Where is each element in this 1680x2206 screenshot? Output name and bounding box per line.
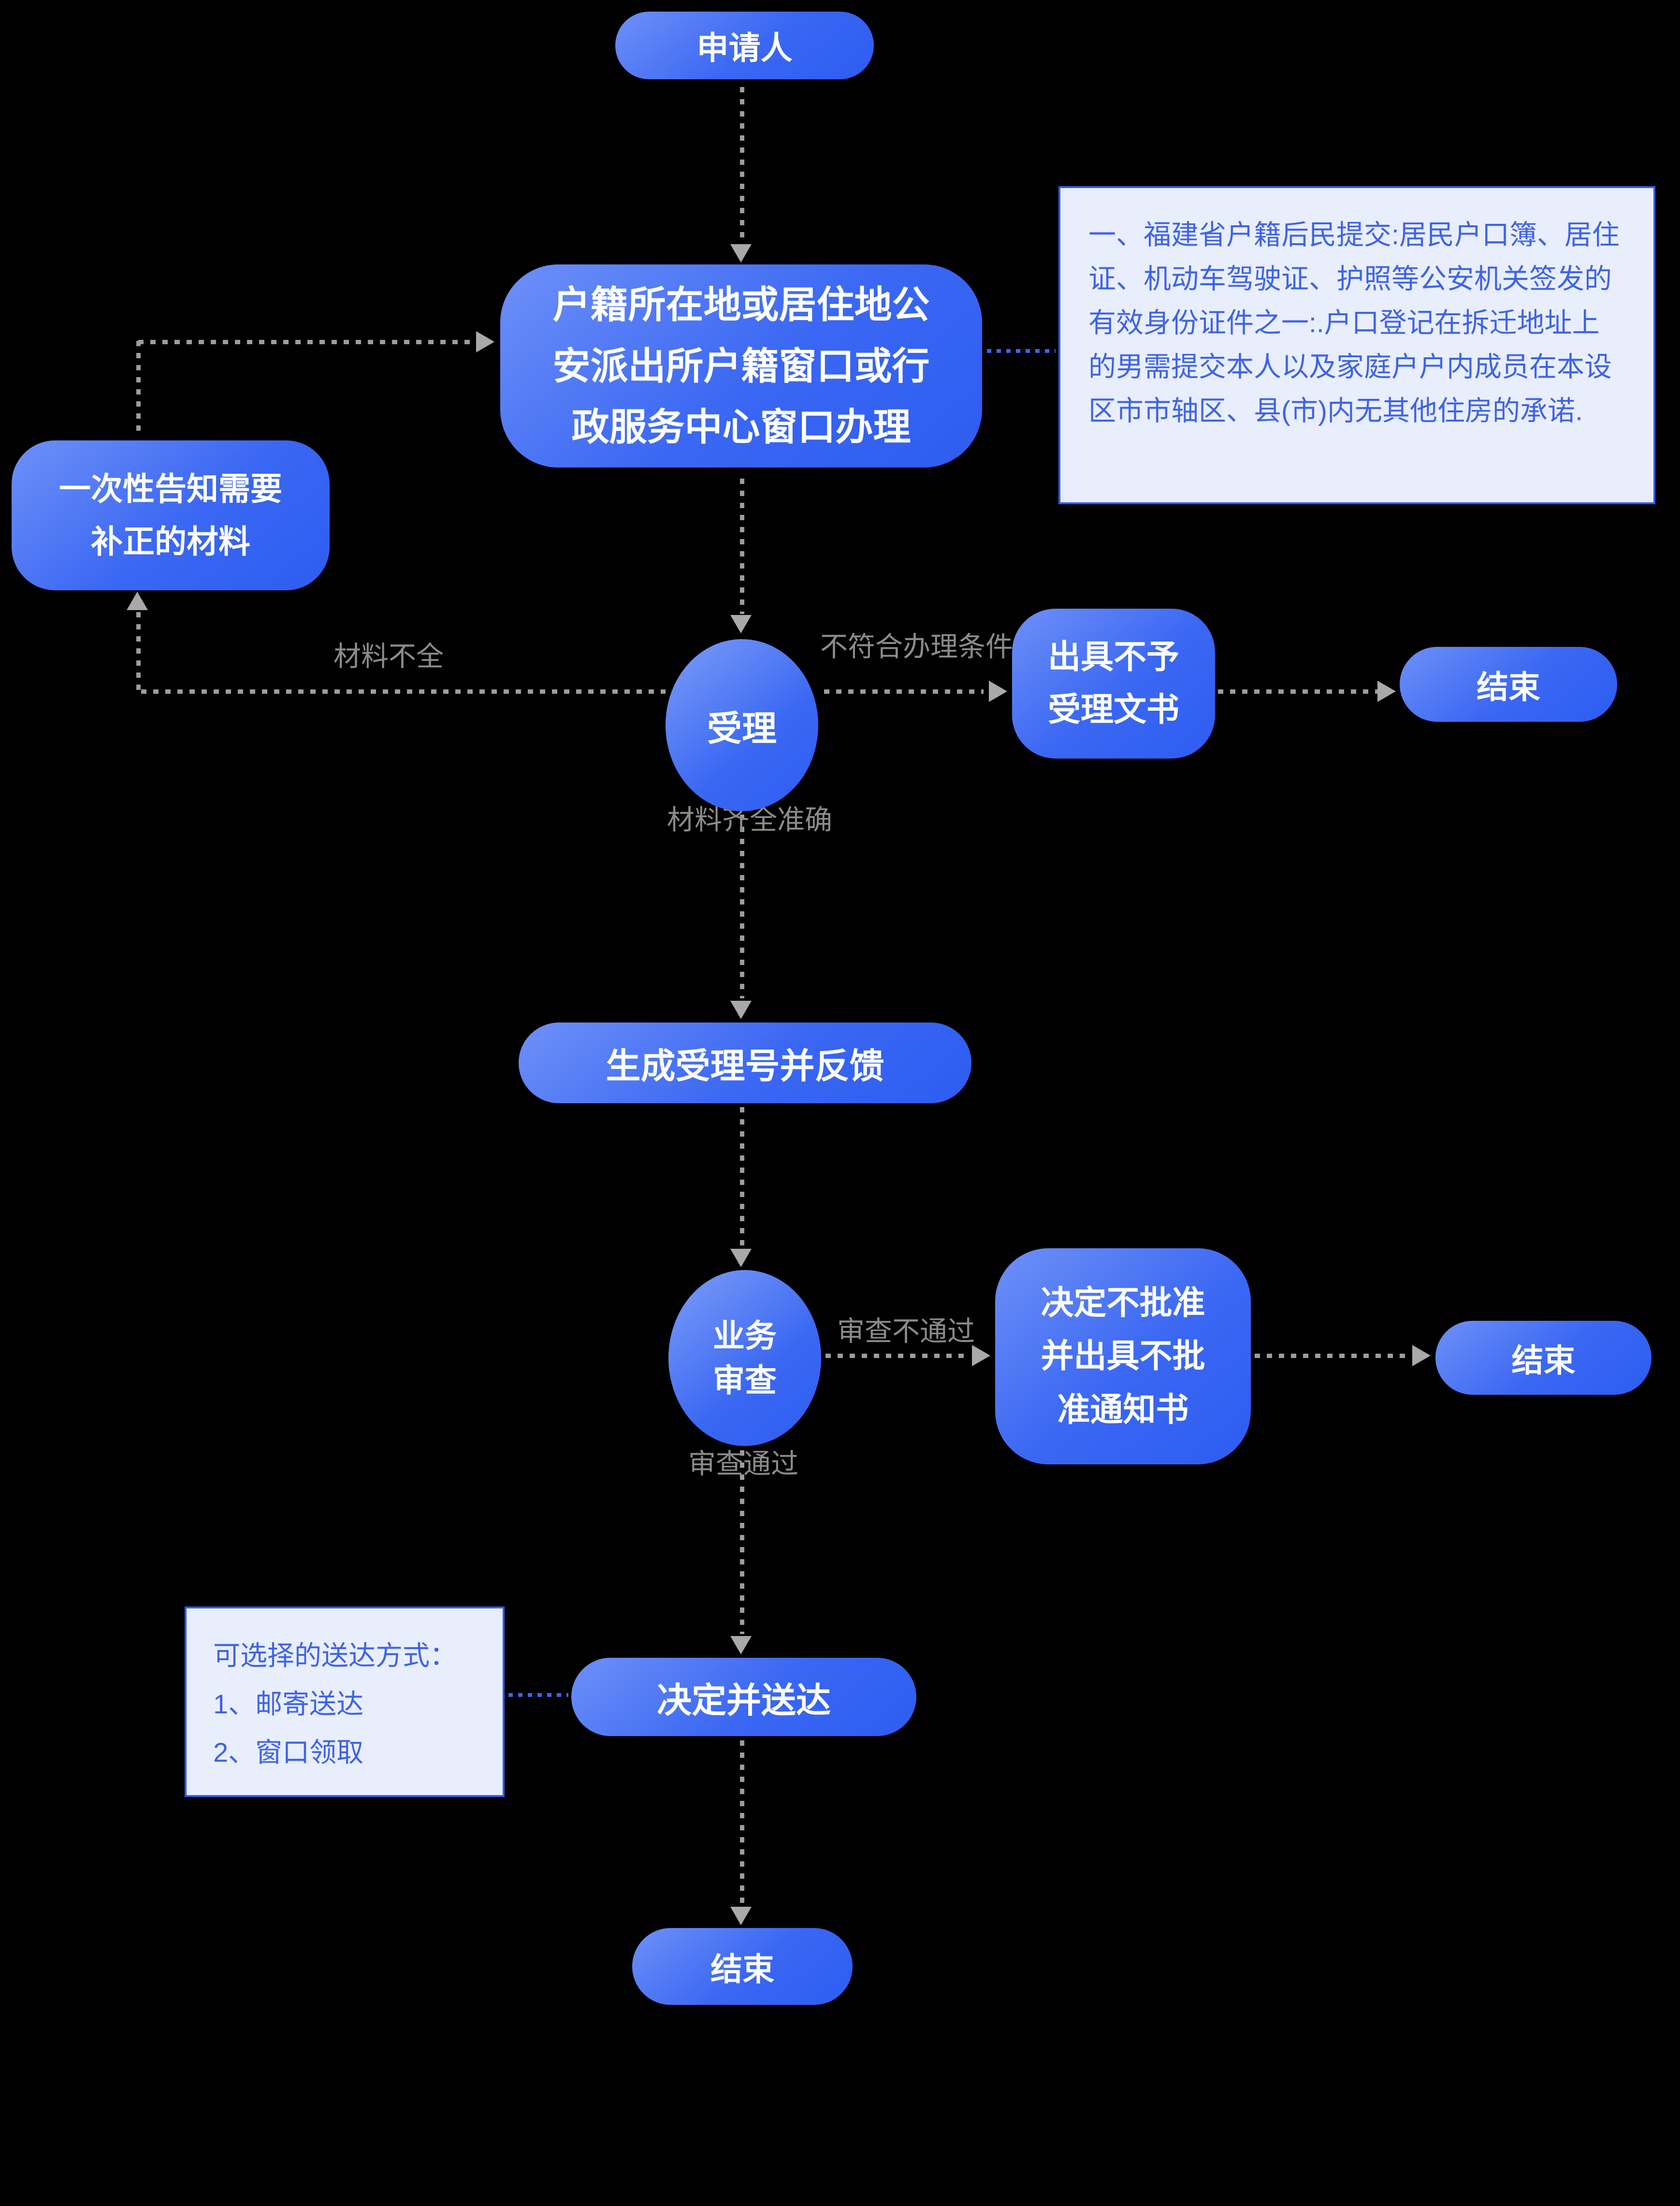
arrowhead-down-icon: [730, 244, 752, 263]
edge-refuse-to-end1: [1218, 689, 1377, 694]
edge-notify-to-window-horizontal: [138, 340, 472, 344]
edge-window-to-notebox: [987, 349, 1056, 353]
edge-generate-to-review: [740, 1107, 744, 1247]
arrowhead-right-icon: [972, 1345, 990, 1366]
arrowhead-right-icon: [1377, 681, 1396, 702]
edge-accept-to-notify-horizontal: [141, 689, 666, 694]
arrowhead-down-icon: [730, 1249, 752, 1267]
edge-review-to-decide: [740, 1450, 744, 1634]
edge-label-materials-incomplete: 材料不全: [333, 641, 444, 672]
arrowhead-right-icon: [476, 331, 494, 352]
arrowhead-right-icon: [989, 681, 1007, 702]
edge-accept-to-notify-vertical: [136, 612, 141, 691]
arrowhead-down-icon: [730, 1001, 752, 1019]
node-applicant: 申请人: [615, 12, 874, 79]
edge-accept-to-generate: [740, 815, 744, 998]
node-reject-notice-label: 决定不批准并出具不批准通知书: [1041, 1285, 1205, 1428]
node-accept-label: 受理: [707, 709, 777, 748]
note-box-requirements-text: 一、福建省户籍后民提交:居民户口簿、居住证、机动车驾驶证、护照等公安机关签发的有…: [1088, 219, 1620, 426]
edge-label-not-qualified: 不符合办理条件: [820, 631, 1013, 662]
node-business-review-label: 业务审查: [713, 1317, 777, 1398]
node-business-review: 业务审查: [668, 1270, 821, 1446]
note-box-requirements: 一、福建省户籍后民提交:居民户口簿、居住证、机动车驾驶证、护照等公安机关签发的有…: [1058, 186, 1655, 504]
node-window-office-label: 户籍所在地或居住地公安派出所户籍窗口或行政服务中心窗口办理: [552, 283, 930, 449]
node-end-1-label: 结束: [1477, 669, 1540, 705]
node-end-2: 结束: [1435, 1321, 1651, 1395]
arrowhead-up-icon: [127, 592, 148, 610]
node-decide-deliver: 决定并送达: [571, 1658, 916, 1736]
arrowhead-down-icon: [730, 1907, 752, 1925]
node-end-3-label: 结束: [710, 1951, 774, 1987]
node-generate-number-label: 生成受理号并反馈: [606, 1047, 884, 1086]
node-refuse-document: 出具不予受理文书: [1012, 609, 1215, 759]
delivery-option-item: 1、邮寄送达: [213, 1689, 364, 1719]
edge-deliverybox-to-decide: [508, 1693, 568, 1697]
edge-reject-to-end2: [1255, 1354, 1412, 1358]
node-notify-correction: 一次性告知需要补正的材料: [12, 440, 330, 590]
node-end-2-label: 结束: [1511, 1342, 1576, 1378]
node-accept: 受理: [666, 639, 818, 811]
arrowhead-right-icon: [1412, 1345, 1431, 1366]
delivery-option-item: 2、窗口领取: [213, 1737, 364, 1768]
arrowhead-down-icon: [730, 1636, 752, 1654]
note-box-delivery-options: 可选择的送达方式： 1、邮寄送达 2、窗口领取: [185, 1607, 505, 1797]
node-window-office: 户籍所在地或居住地公安派出所户籍窗口或行政服务中心窗口办理: [500, 264, 982, 467]
edge-label-review-fail: 审查不通过: [837, 1316, 975, 1347]
edge-label-review-pass: 审查通过: [688, 1448, 798, 1479]
node-generate-number: 生成受理号并反馈: [519, 1023, 971, 1103]
edge-applicant-to-window: [740, 87, 744, 244]
node-notify-correction-label: 一次性告知需要补正的材料: [59, 471, 282, 559]
node-decide-deliver-label: 决定并送达: [656, 1681, 831, 1720]
edge-notify-to-window-vertical: [136, 341, 141, 438]
edge-window-to-accept: [740, 479, 744, 614]
arrowhead-down-icon: [730, 615, 752, 633]
edge-review-to-reject: [826, 1354, 968, 1358]
node-reject-notice: 决定不批准并出具不批准通知书: [995, 1248, 1251, 1464]
edge-decide-to-end3: [740, 1740, 744, 1905]
edge-accept-to-refuse: [824, 689, 984, 694]
node-end-1: 结束: [1400, 647, 1617, 722]
node-applicant-label: 申请人: [696, 30, 793, 66]
node-end-3: 结束: [632, 1928, 853, 2005]
delivery-options-title: 可选择的送达方式：: [213, 1640, 457, 1671]
node-refuse-document-label: 出具不予受理文书: [1047, 639, 1179, 728]
